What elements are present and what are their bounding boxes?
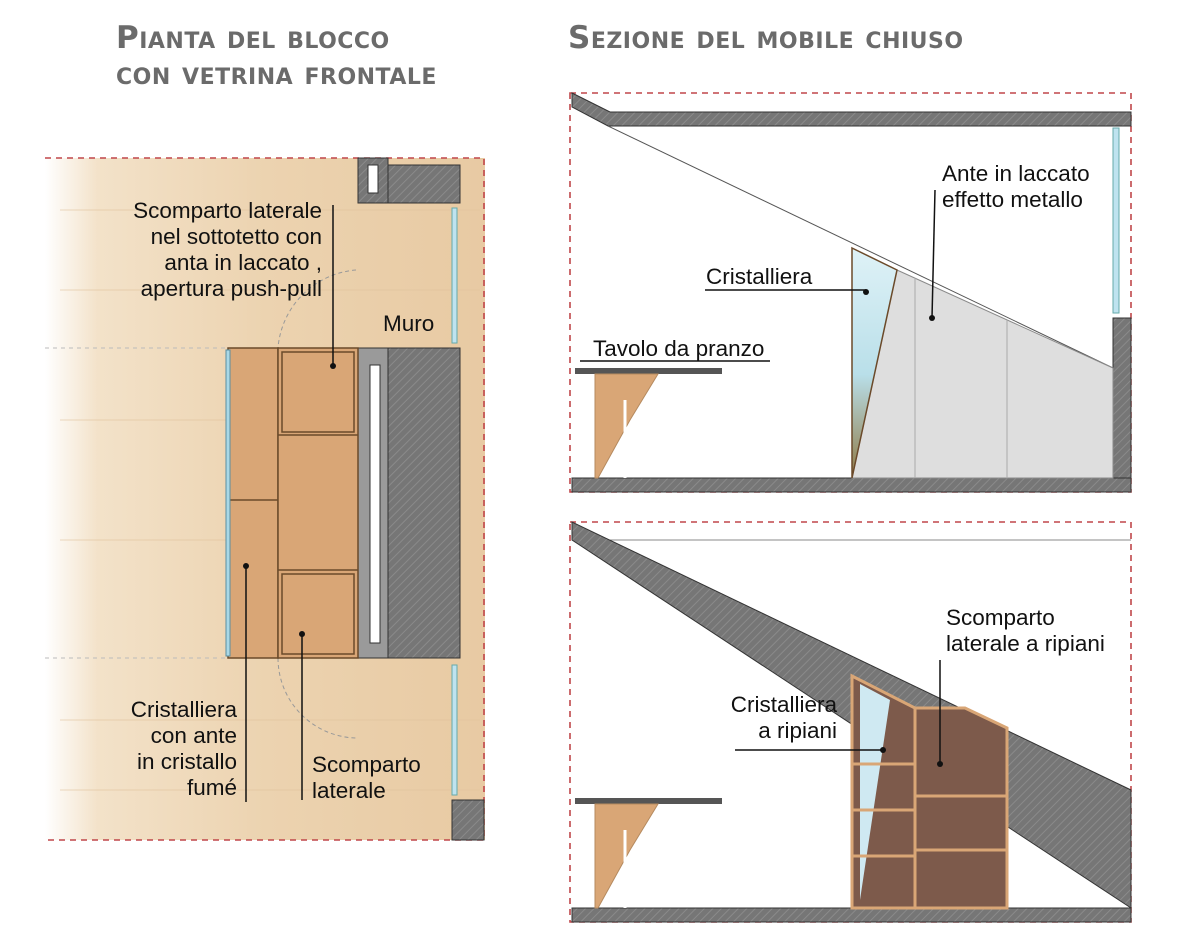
metal-doors	[851, 269, 1114, 479]
side-compartments-plan	[277, 347, 359, 659]
label-line: Cristalliera	[130, 697, 237, 722]
section-title: Sezione del mobile chiuso	[568, 20, 964, 56]
glass-doors-plan	[225, 349, 231, 657]
label-line: Scomparto	[312, 752, 421, 777]
label-line: apertura push-pull	[140, 276, 322, 301]
wall-bottom	[451, 799, 485, 841]
window-top-section	[1112, 127, 1120, 314]
wall-top-slot	[367, 164, 379, 194]
plan-title: Pianta del blocco con vetrina frontale	[116, 20, 437, 92]
label-line: in cristallo	[136, 749, 237, 774]
window-top	[451, 207, 458, 344]
window-bottom	[451, 664, 458, 796]
label-line: nel sottotetto con	[150, 224, 322, 249]
ceiling	[571, 92, 1132, 127]
label-line: Cristalliera	[706, 264, 813, 289]
label-line: laterale	[312, 778, 386, 803]
side-shelf-compartment	[913, 706, 1009, 910]
table-top	[575, 368, 722, 374]
wall-top-right	[387, 164, 461, 204]
label-line: Tavolo da pranzo	[593, 336, 765, 361]
wall-column-slot	[369, 364, 381, 644]
section-title-line: Sezione del mobile chiuso	[568, 20, 964, 56]
label-metal-doors: Ante in laccato effetto metallo	[942, 161, 1090, 213]
label-glass-cabinet-section: Cristalliera	[706, 264, 812, 290]
right-wall-top	[1112, 317, 1132, 479]
label-line: a ripiani	[758, 718, 837, 743]
label-line: con ante	[150, 723, 237, 748]
label-line: laterale a ripiani	[946, 631, 1105, 656]
plan-title-line-1: Pianta del blocco	[116, 20, 390, 56]
floor-slab-top	[571, 477, 1132, 493]
glass-cabinet-plan	[227, 347, 279, 659]
floor-planks	[60, 209, 480, 791]
door-swing-top	[277, 269, 357, 349]
label-line: effetto metallo	[942, 187, 1083, 212]
label-wall: Muro	[383, 311, 434, 337]
plan-title-line-2: con vetrina frontale	[116, 56, 437, 92]
glass-cabinet-section	[851, 246, 898, 479]
wall-block	[387, 347, 461, 659]
table-top-bottom	[575, 798, 722, 804]
label-glass-cabinet-plan: Cristalliera con ante in cristallo fumé	[100, 697, 237, 801]
floor-slab-bottom	[571, 907, 1132, 923]
label-line: Cristalliera	[730, 692, 837, 717]
label-line: Scomparto	[946, 605, 1055, 630]
label-side-compartment-bottom: Scomparto laterale	[312, 752, 421, 804]
section-bottom-drawing	[569, 521, 1132, 923]
label-dining-table: Tavolo da pranzo	[593, 336, 764, 362]
label-line: Ante in laccato	[942, 161, 1090, 186]
label-line: Muro	[383, 311, 435, 336]
label-side-shelves: Scomparto laterale a ripiani	[946, 605, 1105, 657]
label-line: Scomparto laterale	[133, 198, 322, 223]
plan-drawing	[45, 157, 485, 841]
label-glass-shelves: Cristalliera a ripiani	[700, 692, 837, 744]
label-line: fumé	[186, 775, 237, 800]
door-swing-bottom	[277, 657, 357, 739]
label-line: anta in laccato ,	[164, 250, 322, 275]
section-top-drawing	[569, 92, 1132, 493]
label-side-compartment-top: Scomparto laterale nel sottotetto con an…	[110, 198, 322, 302]
